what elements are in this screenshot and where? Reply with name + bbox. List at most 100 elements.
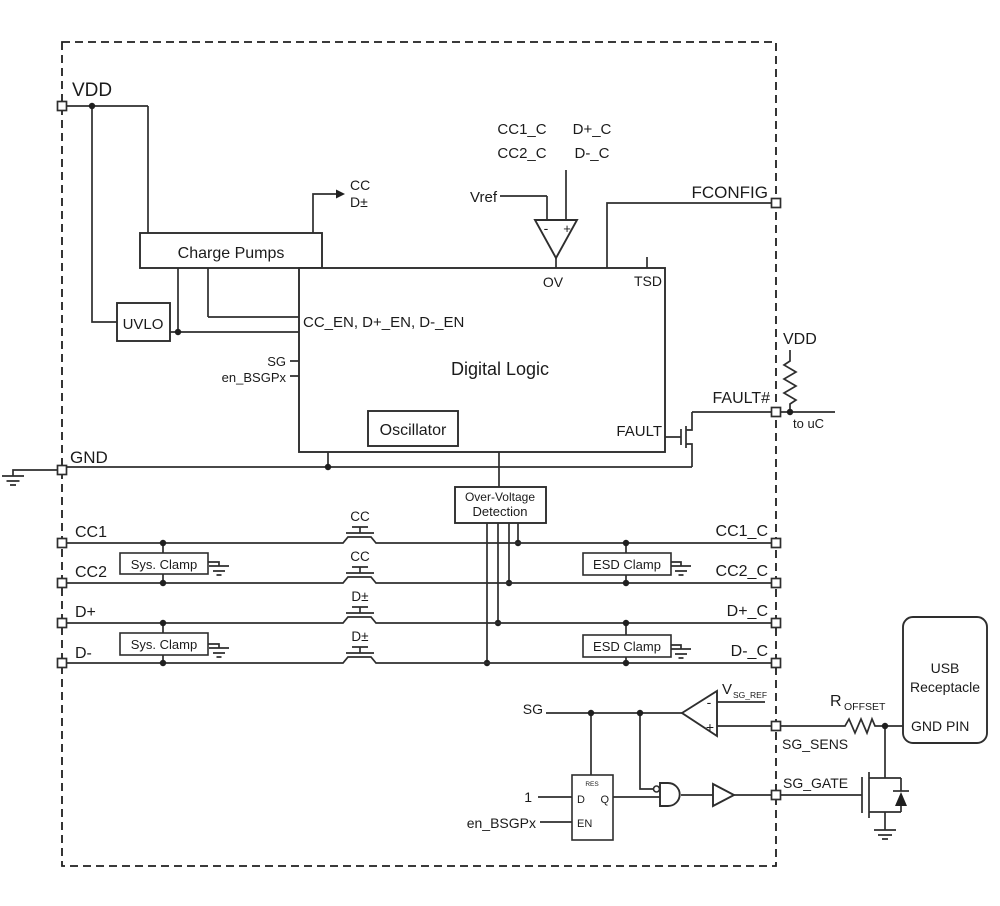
ovd-label-line1: Over-Voltage	[465, 490, 535, 504]
esd-clamp-cc-block	[582, 552, 672, 576]
chip-ports	[56, 100, 782, 801]
body-diode	[895, 792, 907, 806]
vsgref-subscript: SG_REF	[733, 690, 767, 700]
flipflop-en-label: EN	[577, 818, 592, 830]
charge-pumps-block	[139, 232, 323, 269]
en-bsgpx-logic-label: en_BSGPx	[222, 370, 287, 385]
oscillator-label: Oscillator	[380, 422, 447, 439]
cc1c-port-label: CC1_C	[716, 523, 768, 540]
sg-network-wires	[546, 701, 771, 793]
and-gate	[659, 782, 681, 807]
gnd-port	[56, 464, 68, 476]
sys-clamp-stubs	[159, 539, 229, 667]
dminusc-port-label: D-_C	[731, 643, 768, 660]
dminus-switch-label: D±	[351, 629, 368, 644]
cc2c-port-label: CC2_C	[716, 563, 768, 580]
sys-clamp-d-block	[119, 632, 209, 656]
sg-sens-port	[770, 720, 782, 732]
esd-clamp-stubs	[622, 539, 691, 667]
bsgp-flipflop	[571, 774, 614, 841]
dplus-switch-label: D±	[351, 589, 368, 604]
cc2-port-label: CC2	[75, 564, 107, 581]
ov-comparator	[533, 219, 579, 260]
gnd-pin-network	[2, 469, 57, 486]
vdd-port-label: VDD	[72, 80, 112, 101]
uvlo-block	[116, 302, 171, 342]
ovd-sense-wires	[483, 452, 522, 667]
usb-label-line2: Receptacle	[910, 679, 980, 695]
dplus-channel-line	[67, 606, 771, 624]
cc2-port	[56, 577, 68, 589]
cc2-switch-label: CC	[350, 549, 370, 564]
fault-signal-label: FAULT	[616, 423, 662, 440]
dplusc-port	[770, 617, 782, 629]
logic-input-ticks	[290, 360, 299, 377]
dminus-port	[56, 657, 68, 669]
arrowhead	[336, 189, 345, 199]
over-voltage-detection-block	[454, 486, 547, 524]
inverter-bubble	[652, 785, 661, 793]
sys-clamp-cc-block	[119, 552, 209, 575]
dplusc-sense-label: D+_C	[573, 121, 612, 138]
gnd-port-label: GND	[70, 448, 108, 467]
dminus-port-label: D-	[75, 645, 92, 662]
digital-logic-block	[298, 267, 666, 453]
dminusc-port	[770, 657, 782, 669]
flipflop-d-label: D	[577, 794, 585, 806]
flipflop-q-label: Q	[600, 794, 609, 806]
usb-receptacle-block	[902, 616, 988, 744]
cc1-port-label: CC1	[75, 524, 107, 541]
cc2c-port	[770, 577, 782, 589]
usb-gnd-pin-label: GND PIN	[911, 718, 969, 734]
enable-signals-label: CC_EN, D+_EN, D-_EN	[303, 314, 464, 331]
fault-pullup-resistor	[781, 350, 835, 416]
sg-comparator-minus: -	[707, 694, 712, 710]
sg-comparator	[680, 689, 718, 738]
charge-pump-to-logic-wires	[170, 268, 299, 336]
dplusc-port-label: D+_C	[727, 603, 768, 620]
flipflop-res-label: RES	[585, 781, 599, 788]
fconfig-port	[770, 197, 782, 209]
en-bsgpx-bottom-label: en_BSGPx	[467, 815, 536, 831]
ovd-label-line2: Detection	[473, 504, 528, 519]
sg-comparator-plus: +	[706, 719, 714, 735]
sys-clamp-d-label: Sys. Clamp	[131, 637, 197, 652]
cp-dpm-label: D±	[350, 194, 368, 210]
sg-sens-offset-resistor	[781, 716, 903, 778]
vdd-port	[56, 100, 68, 112]
vdd-supply-wires	[67, 102, 149, 323]
dminusc-sense-label: D-_C	[574, 145, 609, 162]
cc2-channel-line	[67, 566, 771, 584]
uvlo-label: UVLO	[123, 316, 164, 333]
usb-label-line1: USB	[931, 660, 960, 676]
dplus-port-label: D+	[75, 604, 96, 621]
ov-comparator-plus: +	[563, 221, 571, 236]
constant-one-label: 1	[524, 789, 532, 805]
vsgref-label: V	[722, 681, 732, 698]
ov-comparator-minus: -	[544, 220, 549, 236]
vref-label: Vref	[470, 189, 498, 206]
cc1-channel-line	[67, 526, 771, 544]
fault-output-network	[67, 411, 771, 471]
esd-clamp-d-block	[582, 634, 672, 658]
fault-n-port-label: FAULT#	[713, 390, 771, 407]
fault-n-port	[770, 406, 782, 418]
roffset-label: R	[830, 693, 842, 710]
charge-pumps-label: Charge Pumps	[178, 245, 285, 262]
sg-gate-port	[770, 789, 782, 801]
dplus-port	[56, 617, 68, 629]
ov-input-label: OV	[543, 274, 564, 290]
cc1c-sense-label: CC1_C	[497, 121, 546, 138]
digital-logic-label: Digital Logic	[451, 359, 549, 379]
oscillator-block	[367, 410, 459, 447]
dminus-channel-line	[67, 646, 771, 664]
cc1-port	[56, 537, 68, 549]
esd-clamp-d-label: ESD Clamp	[593, 639, 661, 654]
sys-clamp-cc-label: Sys. Clamp	[131, 557, 197, 572]
tsd-input-label: TSD	[634, 273, 662, 289]
sg-gate-mosfet	[781, 772, 909, 840]
buffer-gate	[712, 782, 737, 808]
ov-comparator-wires	[500, 170, 567, 268]
pullup-vdd-label: VDD	[783, 331, 817, 348]
